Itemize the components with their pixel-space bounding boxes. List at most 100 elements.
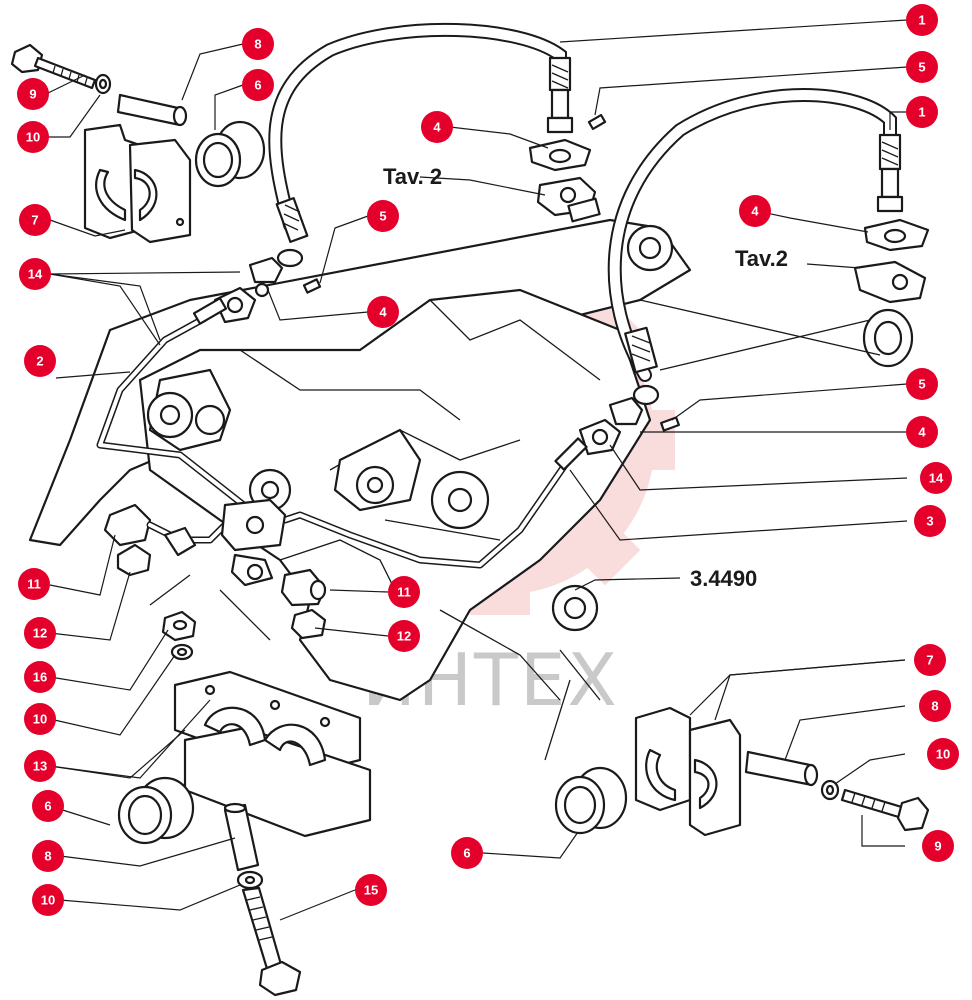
- callout-number: 10: [936, 747, 950, 762]
- callout-number: 6: [44, 799, 51, 814]
- callout-number: 4: [751, 204, 759, 219]
- callout-number: 4: [918, 425, 926, 440]
- callout-15: 15: [355, 874, 387, 906]
- table-ref-center: Tav. 2: [383, 164, 442, 189]
- callout-10: 10: [24, 703, 56, 735]
- tee-fitting-center: [220, 498, 287, 587]
- callout-number: 1: [918, 13, 925, 28]
- callout-4: 4: [421, 111, 453, 143]
- callout-4: 4: [367, 296, 399, 328]
- swivel-block-tav2-center: [536, 176, 601, 223]
- callout-circle: [24, 661, 56, 693]
- hydraulic-hose-right: [607, 88, 904, 406]
- screw-left: [302, 278, 322, 294]
- table-ref-right-text: Tav.2: [735, 246, 788, 271]
- callout-number: 8: [44, 849, 51, 864]
- hex-nut-center: [290, 608, 327, 640]
- pin-lower-right: [744, 750, 819, 787]
- elbow-fitting-lower-left: [103, 503, 229, 557]
- callout-number: 10: [26, 130, 40, 145]
- callout-number: 12: [33, 626, 47, 641]
- callout-number: 8: [931, 699, 938, 714]
- callout-number: 1: [918, 105, 925, 120]
- arm-pivot-lug-lower: [551, 584, 599, 632]
- callout-circle: [32, 884, 64, 916]
- callout-number: 4: [433, 120, 441, 135]
- callout-number: 12: [397, 629, 411, 644]
- callout-number: 11: [397, 585, 411, 600]
- hex-nut-left: [116, 543, 152, 577]
- callout-13: 13: [24, 750, 56, 782]
- bush-lower-right: [554, 766, 628, 835]
- hose-clamp-left-small: [248, 256, 284, 298]
- callout-circle: [922, 830, 954, 862]
- arm-pivot-lug-mid: [248, 468, 292, 512]
- leader-lines: [45, 19, 908, 921]
- callout-number: 7: [926, 653, 933, 668]
- callout-circle: [17, 121, 49, 153]
- hose-clamp-right-small: [608, 396, 644, 426]
- pin-lower-left: [223, 802, 260, 872]
- callout-10: 10: [927, 738, 959, 770]
- arm-pivot-lug-left: [146, 368, 232, 452]
- rigid-pipe-right: [281, 461, 569, 569]
- callout-7: 7: [914, 644, 946, 676]
- bush-lower-left: [117, 776, 195, 845]
- clamp-block-lower-right: [634, 706, 742, 837]
- clamp-block-top-left: [83, 123, 192, 244]
- callout-circle: [24, 750, 56, 782]
- callout-circle: [914, 644, 946, 676]
- callout-5: 5: [906, 51, 938, 83]
- callout-11: 11: [18, 568, 50, 600]
- callout-number: 3: [926, 514, 933, 529]
- callout-8: 8: [919, 690, 951, 722]
- callout-circle: [388, 576, 420, 608]
- locknut-lower-left: [161, 610, 197, 642]
- callout-circle: [906, 4, 938, 36]
- callout-circle: [919, 690, 951, 722]
- callout-12: 12: [24, 617, 56, 649]
- callout-number: 5: [918, 60, 925, 75]
- table-ref-right: Tav.2: [735, 246, 788, 271]
- callout-number: 5: [918, 377, 925, 392]
- callout-1: 1: [906, 96, 938, 128]
- callout-number: 15: [364, 883, 378, 898]
- callout-circle: [388, 620, 420, 652]
- arm-pivot-lug-upper: [626, 224, 674, 272]
- callout-circle: [32, 790, 64, 822]
- callout-number: 11: [27, 577, 41, 592]
- callout-5: 5: [367, 200, 399, 232]
- hose-clamp-top-right: [863, 218, 930, 252]
- callout-2: 2: [24, 345, 56, 377]
- callout-circle: [739, 195, 771, 227]
- callout-circle: [242, 69, 274, 101]
- double-clamp-block: [173, 670, 372, 838]
- callout-circle: [355, 874, 387, 906]
- callout-6: 6: [451, 837, 483, 869]
- callout-circle: [906, 416, 938, 448]
- washer-lower-right: [820, 779, 840, 801]
- pin-top-left: [116, 93, 188, 127]
- hydraulic-hose-left: [268, 22, 574, 268]
- loader-arm-frame: [28, 218, 914, 702]
- callout-circle: [367, 200, 399, 232]
- screw-top: [587, 113, 607, 131]
- callout-number: 4: [379, 305, 387, 320]
- arm-pivot-lug-right: [639, 299, 914, 371]
- callout-number: 10: [33, 712, 47, 727]
- callout-5: 5: [906, 368, 938, 400]
- callout-number: 6: [254, 78, 261, 93]
- callout-number: 6: [463, 846, 470, 861]
- callout-number: 7: [31, 213, 38, 228]
- callout-14: 14: [920, 462, 952, 494]
- swivel-block-tav2-right: [853, 260, 927, 304]
- union-fitting-center: [280, 568, 327, 607]
- callout-circle: [24, 617, 56, 649]
- callout-circle: [927, 738, 959, 770]
- callout-circle: [24, 345, 56, 377]
- washer-lower-left: [236, 870, 264, 890]
- callout-6: 6: [242, 69, 274, 101]
- bolt-top-left: [10, 43, 97, 90]
